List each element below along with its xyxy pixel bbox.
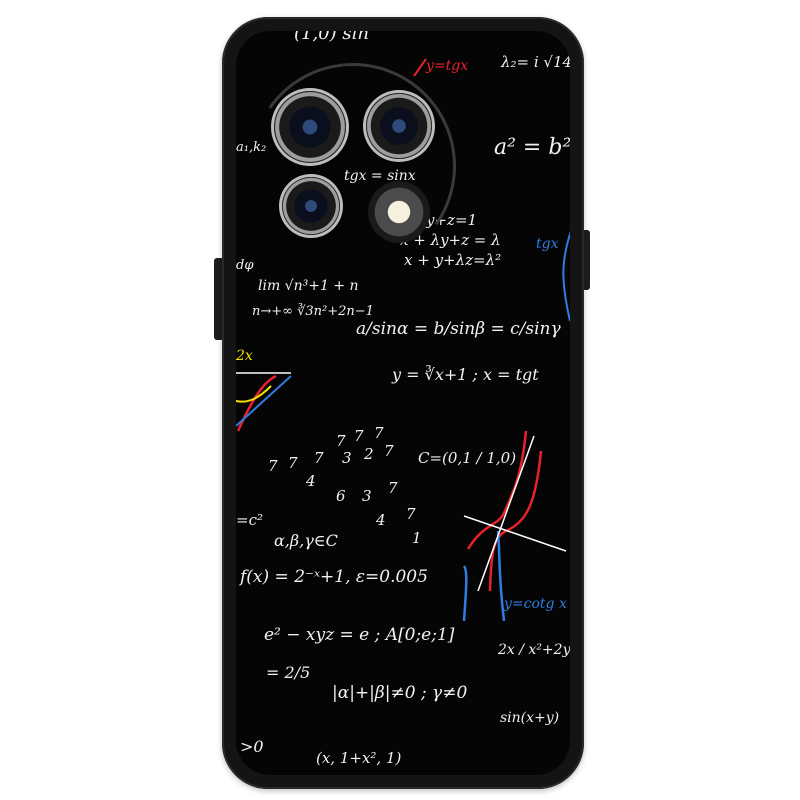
equation: =c² — [236, 511, 263, 529]
svg-text:7: 7 — [384, 442, 394, 460]
camera-lens-tertiary — [282, 177, 340, 235]
svg-text:7: 7 — [374, 424, 384, 442]
equation: >0 — [240, 737, 264, 756]
equation: a₁,k₂ — [236, 140, 267, 155]
equation: y=cotg x — [504, 596, 567, 612]
equation: n→+∞ ∛3n²+2n−1 — [252, 304, 374, 319]
equation: a² = b² — [494, 135, 570, 160]
side-button-right — [582, 230, 590, 290]
svg-text:7: 7 — [288, 454, 298, 472]
equation: x + y+λz=λ² — [404, 251, 502, 269]
svg-text:3: 3 — [362, 487, 372, 505]
equation: dφ — [236, 258, 254, 273]
equation: λ₂= i √14 — [501, 53, 570, 71]
equation: (1,0) sin — [294, 31, 369, 44]
svg-text:4: 4 — [375, 511, 386, 529]
equation: 2x — [236, 348, 253, 364]
svg-text:7: 7 — [354, 427, 364, 445]
equation: C=(0,1 / 1,0) — [418, 449, 517, 467]
equation: |α|+|β|≠0 ; γ≠0 — [332, 683, 468, 703]
equation: lim √n³+1 + n — [258, 278, 359, 294]
equation: = 2/5 — [266, 663, 311, 682]
svg-text:3: 3 — [342, 449, 352, 467]
svg-text:6: 6 — [336, 487, 346, 505]
equation: a/sinα = b/sinβ = c/sinγ — [356, 319, 561, 339]
equation: tgx — [536, 236, 559, 252]
equation: x + λy+z = λ — [400, 231, 501, 249]
equation: y+z=1 — [426, 211, 478, 229]
svg-text:7: 7 — [388, 479, 398, 497]
equation: tgx = sinx — [344, 168, 416, 184]
case-back-print: (1,0) sin y=tgx λ₂= i √14 a² = b² tgx = … — [236, 31, 570, 775]
equation: 2x / x²+2y² — [498, 642, 570, 658]
side-button-left — [214, 258, 224, 340]
equation: e² − xyz = e ; A[0;e;1] — [264, 625, 455, 645]
equation: f(x) = 2⁻ˣ+1, ε=0.005 — [240, 567, 428, 587]
svg-text:7: 7 — [268, 457, 278, 475]
svg-text:4: 4 — [305, 472, 316, 490]
camera-flash — [368, 181, 430, 243]
svg-text:7: 7 — [336, 432, 346, 450]
graph-curves — [236, 58, 570, 622]
svg-text:1: 1 — [412, 529, 422, 547]
svg-text:7: 7 — [406, 505, 416, 523]
equation: (x, 1+x², 1) — [316, 749, 402, 767]
equation: sin(x+y) — [500, 710, 560, 726]
equation: y = ∛x+1 ; x = tgt — [392, 365, 539, 384]
svg-text:2: 2 — [363, 445, 374, 463]
camera-lens-secondary — [366, 93, 432, 159]
svg-text:7: 7 — [314, 449, 324, 467]
camera-lens-main — [274, 91, 346, 163]
equation: y=tgx — [426, 58, 469, 74]
equation: α,β,γ∈C — [274, 531, 338, 550]
